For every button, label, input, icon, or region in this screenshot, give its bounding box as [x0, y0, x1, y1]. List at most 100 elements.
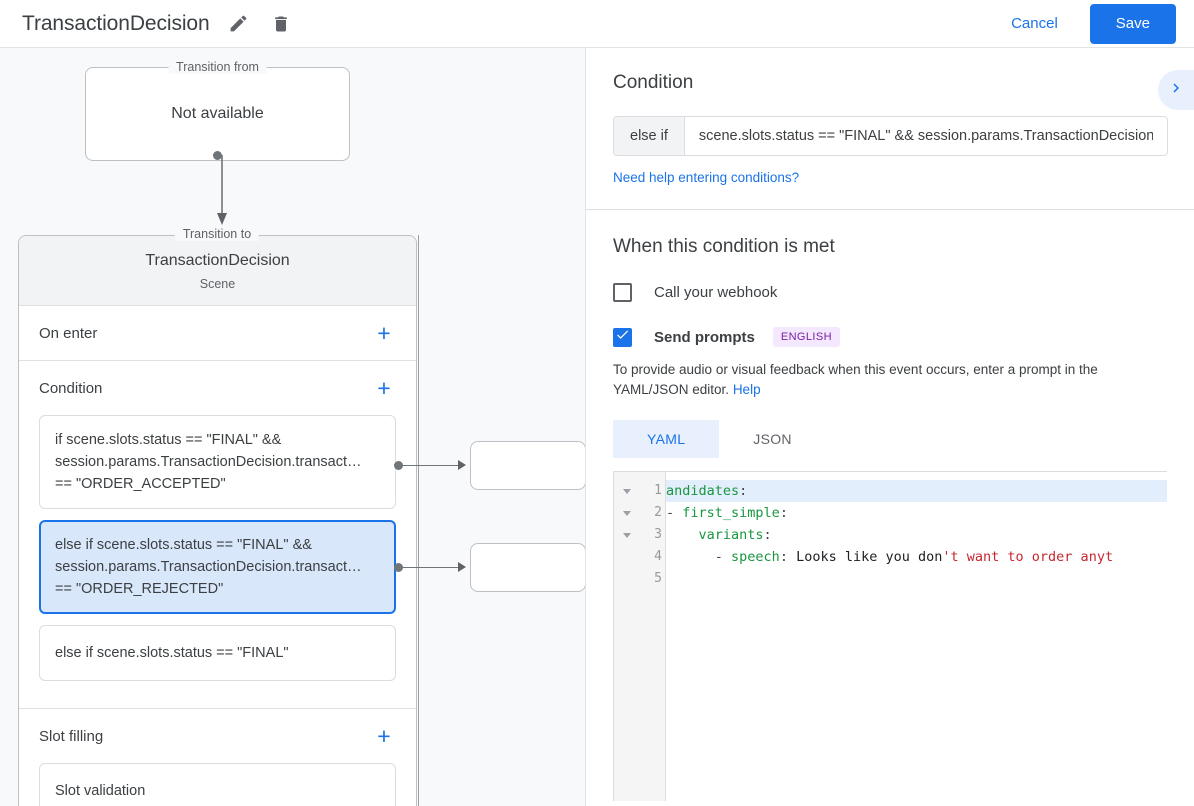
- condition-item-2-line1: else if scene.slots.status == "FINAL": [55, 645, 289, 661]
- fold-toggle-icon[interactable]: [614, 502, 639, 524]
- editor-code-line: - speech: Looks like you don't want to o…: [666, 546, 1167, 568]
- collapse-panel-button[interactable]: [1158, 70, 1194, 110]
- section-condition: Condition + if scene.slots.status == "FI…: [19, 361, 416, 709]
- condition-input-row: else if: [613, 116, 1168, 156]
- code-token: first_simple: [682, 505, 780, 521]
- prompts-help-link[interactable]: Help: [732, 382, 761, 397]
- condition-item-2[interactable]: else if scene.slots.status == "FINAL": [39, 625, 396, 681]
- fold-spacer: [614, 568, 639, 590]
- condition-prefix-label: else if: [614, 117, 685, 155]
- condition-input[interactable]: [684, 117, 1167, 155]
- send-prompts-label: Send prompts: [654, 328, 755, 346]
- add-slot-filling-button[interactable]: +: [377, 722, 391, 749]
- condition-item-0-line3: == "ORDER_ACCEPTED": [55, 476, 226, 492]
- editor-code-line: [666, 568, 1167, 590]
- slot-validation-item[interactable]: Slot validation: [39, 763, 396, 806]
- editor-line-number: 4: [654, 549, 662, 564]
- scene-card-header[interactable]: TransactionDecision Scene: [19, 236, 416, 306]
- topbar-actions: Cancel Save: [995, 3, 1194, 44]
- when-condition-met-section: When this condition is met Call your web…: [586, 210, 1194, 801]
- graph-connector-dot: [213, 151, 222, 160]
- delete-button[interactable]: [266, 9, 296, 39]
- editor-code-area[interactable]: andidates:- first_simple: variants: - sp…: [666, 472, 1167, 801]
- condition-1-connector-dot: [394, 563, 403, 572]
- code-token: -: [666, 505, 683, 521]
- section-slot-filling: Slot filling + Slot validation: [19, 709, 416, 806]
- code-token: Looks like you don: [796, 549, 943, 565]
- editor-code-line: variants:: [666, 524, 1167, 546]
- code-token: variants: [698, 527, 764, 543]
- condition-1-arrow-icon: [458, 562, 466, 572]
- section-on-enter-header: On enter +: [39, 306, 396, 360]
- target-node-0[interactable]: [470, 441, 585, 490]
- transition-to-legend: Transition to: [174, 227, 260, 241]
- scene-type: Scene: [199, 277, 236, 291]
- webhook-row: Call your webhook: [613, 283, 1167, 302]
- checkmark-icon: [615, 327, 630, 347]
- condition-1-connector-line: [398, 567, 460, 568]
- condition-item-0-line2: session.params.TransactionDecision.trans…: [55, 454, 362, 470]
- section-condition-title: Condition: [39, 379, 103, 397]
- tab-yaml[interactable]: YAML: [613, 420, 720, 458]
- editor-line-number: 5: [654, 571, 662, 586]
- transition-from-value: Not available: [171, 105, 264, 122]
- editor-format-tabs: YAML JSON: [613, 420, 1167, 459]
- condition-item-1[interactable]: else if scene.slots.status == "FINAL" &&…: [39, 520, 396, 614]
- fold-toggle-icon[interactable]: [614, 524, 639, 546]
- editor-line-number-gutter: 1 2 3 4 5: [639, 472, 666, 801]
- page-title: TransactionDecision: [22, 11, 210, 35]
- scene-card: TransactionDecision Scene On enter + Con…: [18, 235, 417, 806]
- save-button[interactable]: Save: [1089, 3, 1176, 44]
- editor-fold-column: [614, 472, 639, 801]
- prompts-description-text: To provide audio or visual feedback when…: [613, 362, 1098, 397]
- add-condition-button[interactable]: +: [377, 374, 391, 401]
- editor-line-number: 3: [654, 527, 662, 542]
- condition-item-0[interactable]: if scene.slots.status == "FINAL" && sess…: [39, 415, 396, 509]
- editor-code-line: - first_simple:: [666, 502, 1167, 524]
- fold-spacer: [614, 546, 639, 568]
- section-slot-filling-title: Slot filling: [39, 727, 104, 745]
- transition-from-card: Transition from Not available: [85, 60, 350, 161]
- code-token: -: [666, 549, 732, 565]
- condition-item-1-line2: session.params.TransactionDecision.trans…: [55, 559, 362, 575]
- condition-0-connector-line: [398, 465, 460, 466]
- section-condition-header: Condition +: [39, 361, 396, 415]
- code-token: :: [739, 483, 748, 499]
- code-token: :: [763, 527, 772, 543]
- language-badge: ENGLISH: [772, 327, 840, 347]
- condition-help-link[interactable]: Need help entering conditions?: [613, 170, 800, 185]
- condition-item-0-line1: if scene.slots.status == "FINAL" &&: [55, 432, 282, 448]
- call-webhook-checkbox[interactable]: [613, 283, 632, 302]
- slot-validation-label: Slot validation: [55, 783, 146, 799]
- target-node-1[interactable]: [470, 543, 585, 592]
- code-token: andidates: [666, 483, 740, 499]
- edit-name-button[interactable]: [224, 9, 254, 39]
- tab-json[interactable]: JSON: [753, 431, 792, 447]
- trash-icon: [271, 14, 291, 34]
- condition-0-arrow-icon: [458, 460, 466, 470]
- scene-graph-pane: Transition from Not available Transition…: [0, 48, 585, 806]
- editor-line-number: 2: [654, 505, 662, 520]
- scene-name: TransactionDecision: [145, 252, 290, 269]
- send-prompts-row: Send prompts ENGLISH: [613, 327, 1167, 347]
- add-on-enter-button[interactable]: +: [377, 319, 391, 346]
- graph-vertical-rail: [418, 235, 419, 806]
- condition-item-1-line3: == "ORDER_REJECTED": [55, 581, 224, 597]
- when-met-heading: When this condition is met: [613, 236, 835, 257]
- fold-toggle-icon[interactable]: [614, 480, 639, 502]
- prompts-description: To provide audio or visual feedback when…: [613, 360, 1165, 400]
- condition-heading: Condition: [613, 72, 694, 93]
- call-webhook-label: Call your webhook: [654, 284, 778, 301]
- section-on-enter-title: On enter: [39, 324, 98, 342]
- transition-from-legend: Transition from: [168, 60, 267, 74]
- editor-line-number: 1: [654, 483, 662, 498]
- condition-item-1-line1: else if scene.slots.status == "FINAL" &&: [55, 537, 312, 553]
- section-slot-filling-header: Slot filling +: [39, 709, 396, 763]
- code-token: 't want to order anyt: [942, 549, 1114, 565]
- cancel-button[interactable]: Cancel: [995, 6, 1074, 41]
- send-prompts-checkbox[interactable]: [613, 327, 632, 347]
- top-app-bar: TransactionDecision Cancel Save: [0, 0, 1194, 48]
- condition-details-pane: Condition else if Need help entering con…: [585, 48, 1194, 806]
- editor-code-line: andidates:: [666, 480, 1167, 502]
